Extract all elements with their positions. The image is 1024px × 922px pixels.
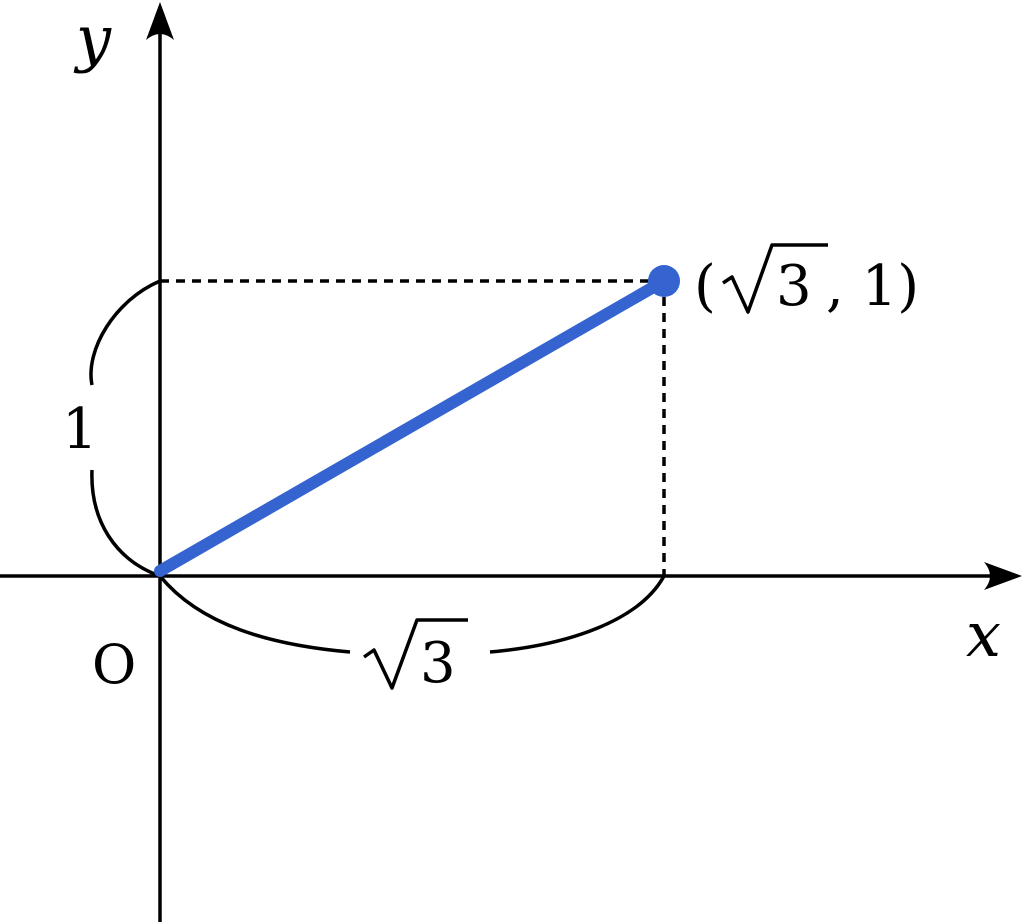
radical-sign bbox=[362, 618, 468, 690]
y-axis-label: y bbox=[73, 2, 112, 75]
origin-label: O bbox=[92, 633, 136, 696]
x-axis-arrowhead bbox=[984, 562, 1022, 590]
point-label-open: ( bbox=[694, 254, 716, 319]
vertical-brace-lower bbox=[90, 469, 161, 578]
y-axis-arrowhead bbox=[146, 2, 174, 40]
point-label: ( 3 , 1) bbox=[694, 243, 919, 319]
point-label-root: 3 bbox=[776, 254, 812, 319]
point-label-rest: , 1) bbox=[826, 254, 919, 319]
horizontal-brace-left bbox=[158, 574, 351, 654]
horizontal-length-label: 3 bbox=[362, 618, 468, 696]
vertical-length-label: 1 bbox=[62, 397, 98, 462]
x-axis-label: x bbox=[966, 598, 1001, 671]
point-radical-sign bbox=[722, 243, 828, 314]
horizontal-brace-right bbox=[489, 575, 666, 654]
blue-point bbox=[648, 265, 680, 297]
blue-segment bbox=[154, 275, 670, 577]
horizontal-length-root: 3 bbox=[420, 631, 456, 696]
vertical-brace-upper bbox=[89, 279, 161, 386]
